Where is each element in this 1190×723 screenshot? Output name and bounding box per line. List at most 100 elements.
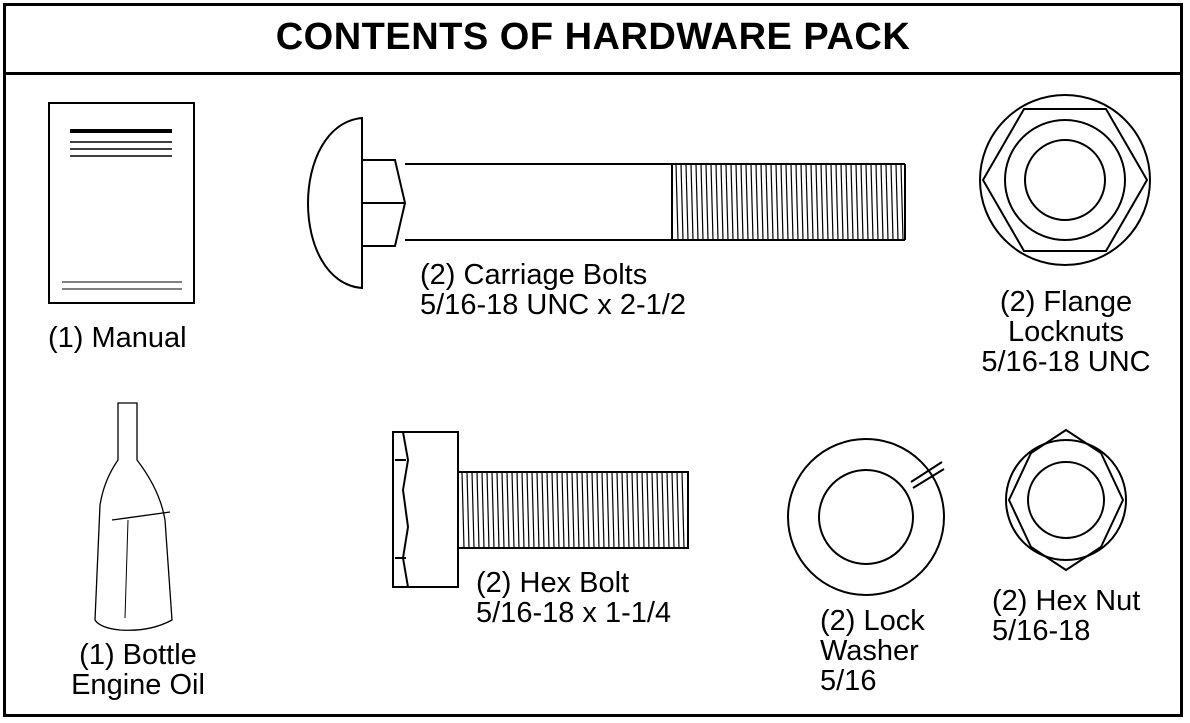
manual-label: (1) Manual [48,322,187,354]
thread-line [880,163,884,241]
thread-line [511,471,515,549]
thread-line [516,471,520,549]
thread-line [715,163,719,241]
thread-line [830,163,834,241]
thread-line [611,471,615,549]
thread-line [720,163,724,241]
carriage-bolts-label: (2) Carriage Bolts 5/16-18 UNC x 2-1/2 [420,260,686,320]
title-bar: CONTENTS OF HARDWARE PACK [3,3,1183,75]
thread-line [631,471,635,549]
thread-line [486,471,490,549]
thread-line [775,163,779,241]
lock-washer-line2: Washer [820,635,919,667]
thread-line [840,163,844,241]
thread-line [506,471,510,549]
carriage-bolt-icon [307,116,906,290]
thread-line [710,163,714,241]
thread-line [621,471,625,549]
carriage-bolt-threads [675,163,904,241]
flange-locknuts-line2: Locknuts [1007,316,1125,348]
thread-line [770,163,774,241]
thread-line [855,163,859,241]
thread-line [571,471,575,549]
thread-line [860,163,864,241]
hex-bolt-threads [461,471,685,549]
hex-bolt-line1: (2) Hex Bolt [476,567,630,599]
thread-line [501,471,505,549]
thread-line [705,163,709,241]
thread-line [641,471,645,549]
thread-line [730,163,734,241]
thread-line [601,471,605,549]
thread-line [491,471,495,549]
thread-line [476,471,480,549]
thread-line [591,471,595,549]
hex-bolt-line2: 5/16-18 x 1-1/4 [476,597,672,629]
thread-line [671,471,675,549]
thread-line [885,163,889,241]
hex-nut-line2: 5/16-18 [992,615,1091,647]
thread-line [626,471,630,549]
thread-line [850,163,854,241]
engine-oil-line2: Engine Oil [71,669,205,701]
diagram-frame [3,3,1183,717]
thread-line [586,471,590,549]
engine-oil-label: (1) Bottle Engine Oil [54,640,222,700]
thread-line [890,163,894,241]
thread-line [561,471,565,549]
thread-line [566,471,570,549]
thread-line [870,163,874,241]
carriage-bolts-line1: (2) Carriage Bolts [420,259,648,291]
thread-line [616,471,620,549]
thread-line [700,163,704,241]
thread-line [526,471,530,549]
thread-line [521,471,525,549]
thread-line [466,471,470,549]
thread-line [765,163,769,241]
hex-nut-icon [1005,428,1127,572]
thread-line [740,163,744,241]
thread-line [481,471,485,549]
thread-line [690,163,694,241]
thread-line [800,163,804,241]
thread-line [685,163,689,241]
thread-line [780,163,784,241]
thread-line [845,163,849,241]
thread-line [795,163,799,241]
thread-line [755,163,759,241]
thread-line [536,471,540,549]
thread-line [596,471,600,549]
thread-line [606,471,610,549]
thread-line [461,471,465,549]
thread-line [865,163,869,241]
thread-line [895,163,899,241]
thread-line [725,163,729,241]
lock-washer-label: (2) Lock Washer 5/16 [820,606,925,696]
thread-line [900,163,904,241]
thread-line [825,163,829,241]
flange-locknuts-label: (2) Flange Locknuts 5/16-18 UNC [972,287,1160,377]
hex-bolt-icon [392,431,689,588]
thread-line [556,471,560,549]
thread-line [790,163,794,241]
engine-oil-line1: (1) Bottle [79,639,197,671]
thread-line [745,163,749,241]
thread-line [656,471,660,549]
thread-line [750,163,754,241]
thread-line [676,471,680,549]
hex-nut-label: (2) Hex Nut 5/16-18 [992,586,1140,646]
thread-line [695,163,699,241]
thread-line [636,471,640,549]
thread-line [496,471,500,549]
thread-line [875,163,879,241]
hex-bolt-label: (2) Hex Bolt 5/16-18 x 1-1/4 [476,568,671,628]
lock-washer-icon [787,438,945,596]
flange-locknuts-line3: 5/16-18 UNC [981,346,1151,378]
lock-washer-line1: (2) Lock [820,605,925,637]
thread-line [810,163,814,241]
thread-line [735,163,739,241]
thread-line [576,471,580,549]
thread-line [541,471,545,549]
thread-line [760,163,764,241]
carriage-bolts-line2: 5/16-18 UNC x 2-1/2 [420,289,686,321]
